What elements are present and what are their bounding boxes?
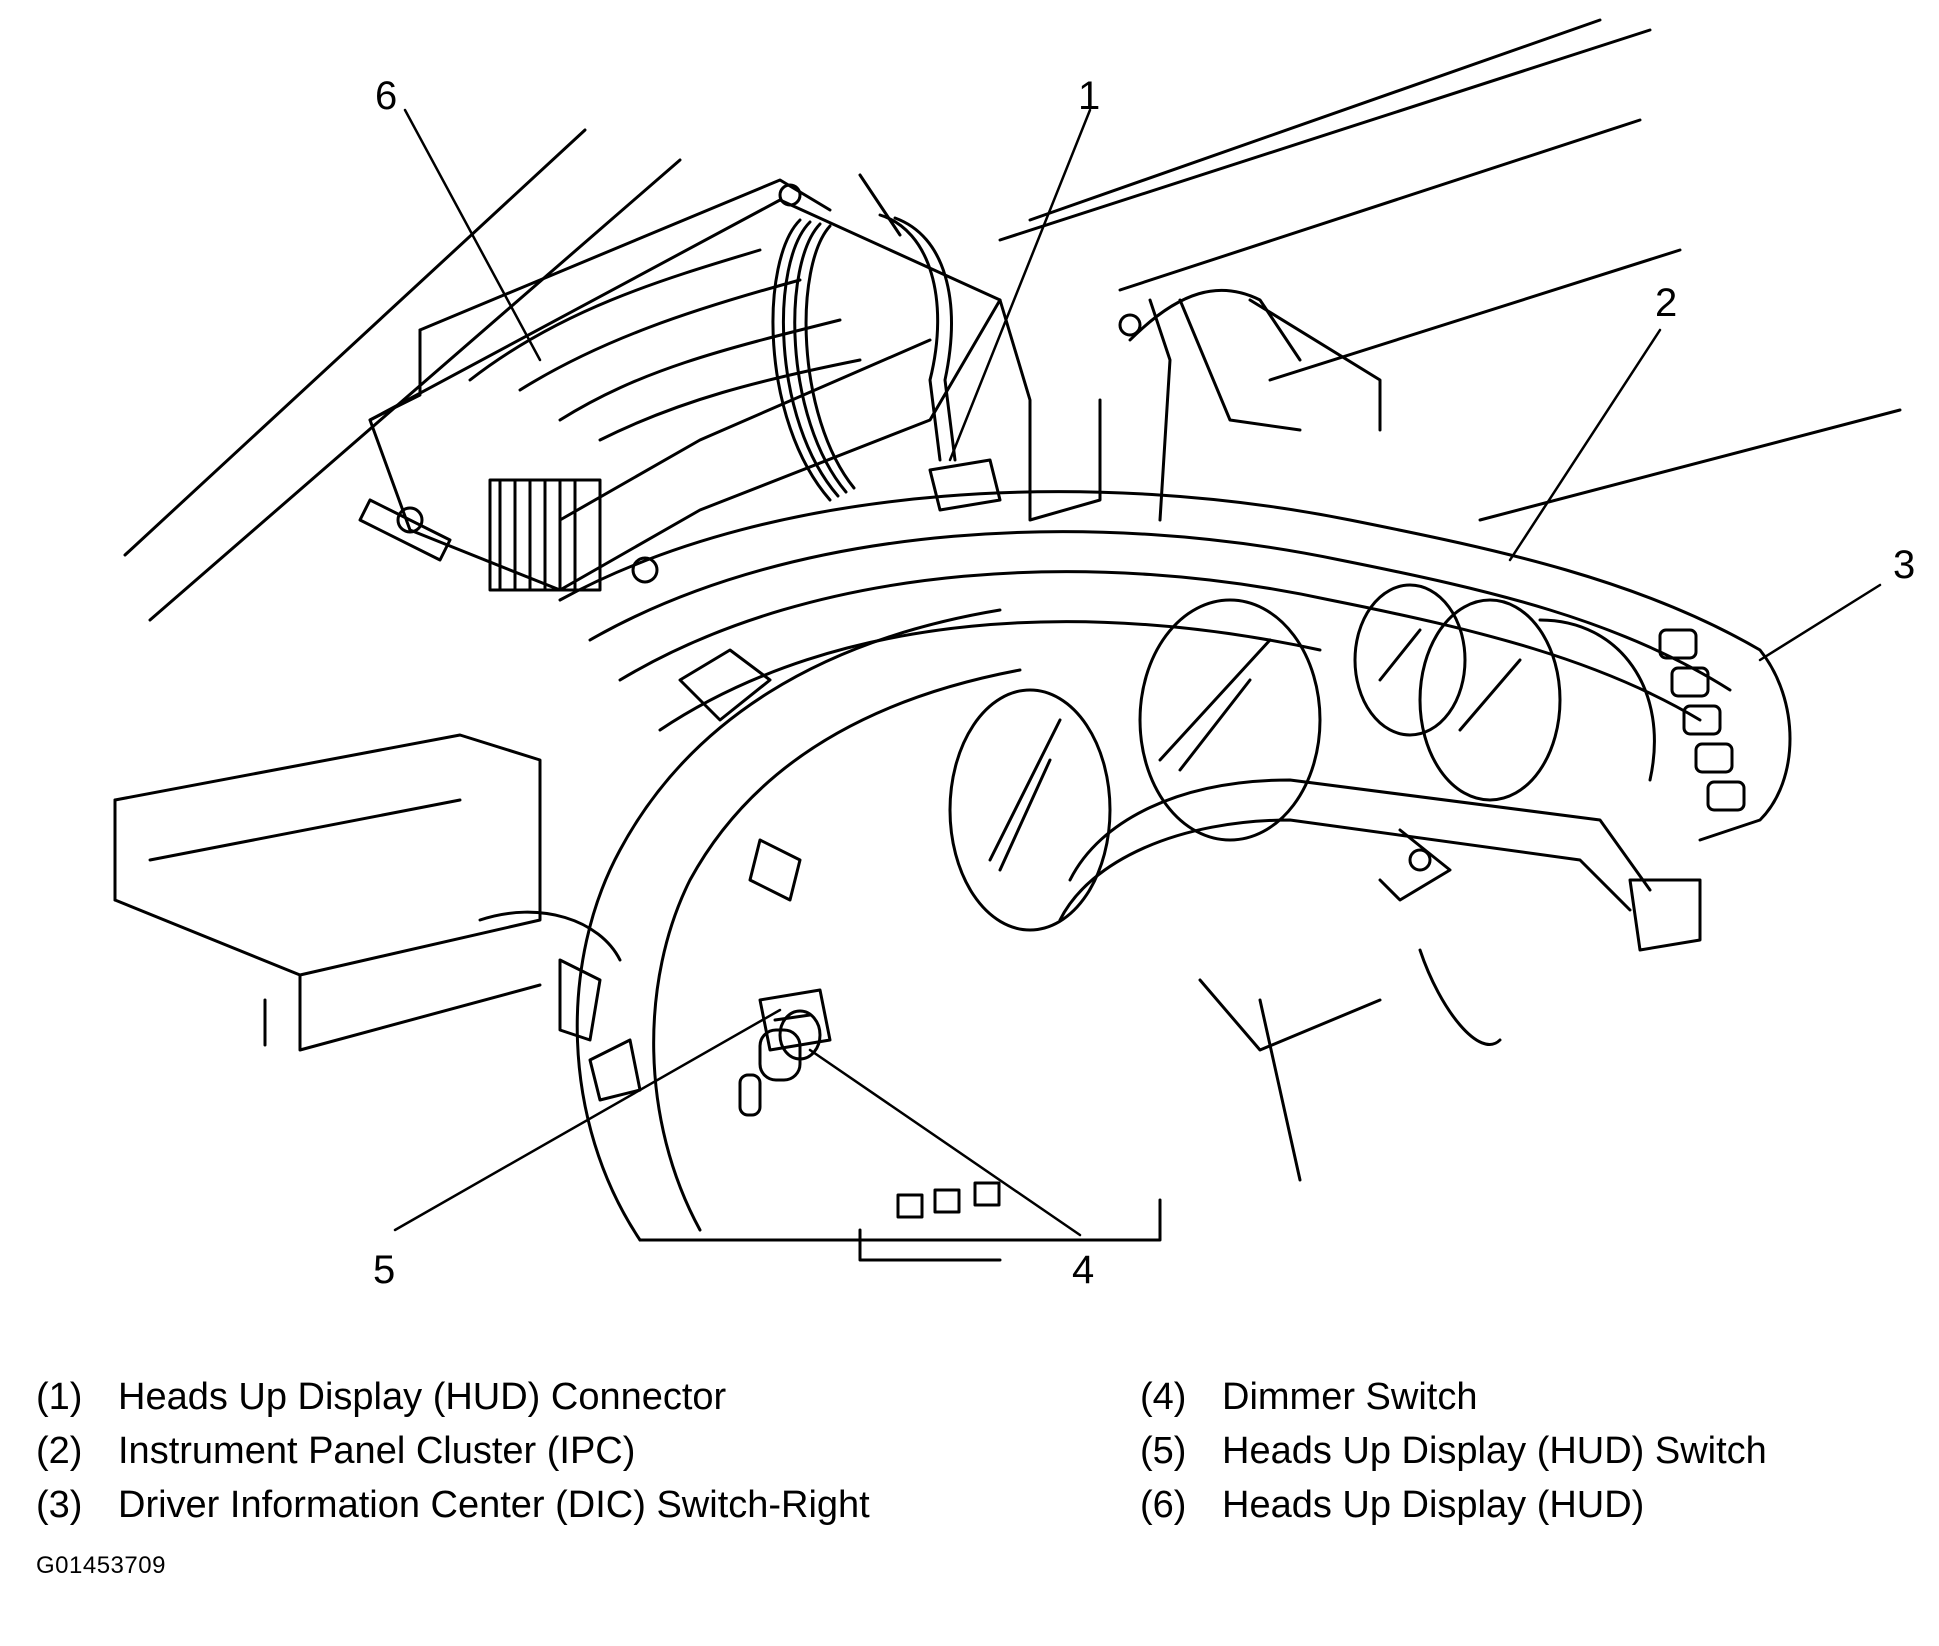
legend-text: Instrument Panel Cluster (IPC) <box>118 1430 636 1472</box>
legend-text: Driver Information Center (DIC) Switch-R… <box>118 1484 870 1526</box>
callout-number-6: 6 <box>375 74 398 118</box>
callout-number-4: 4 <box>1072 1248 1095 1292</box>
legend-item: (6) Heads Up Display (HUD) <box>1140 1484 1900 1538</box>
leader-line-2 <box>1508 328 1662 562</box>
leader-line-3 <box>1758 583 1882 662</box>
legend-right-column: (4) Dimmer Switch (5) Heads Up Display (… <box>1140 1376 1900 1538</box>
legend-number: (2) <box>36 1430 83 1472</box>
legend-number: (4) <box>1140 1376 1187 1418</box>
callout-number-2: 2 <box>1655 281 1678 325</box>
dashboard-line-drawing <box>113 18 1902 1262</box>
legend-item: (5) Heads Up Display (HUD) Switch <box>1140 1430 1900 1484</box>
legend-number: (5) <box>1140 1430 1187 1472</box>
legend-left-column: (1) Heads Up Display (HUD) Connector (2)… <box>36 1376 916 1538</box>
legend-item: (4) Dimmer Switch <box>1140 1376 1900 1430</box>
leader-line-5 <box>393 1008 782 1232</box>
leader-line-6 <box>403 108 542 362</box>
leader-lines <box>393 108 1882 1237</box>
background-structure <box>113 18 1902 1052</box>
legend-text: Dimmer Switch <box>1222 1376 1478 1418</box>
legend-number: (1) <box>36 1376 83 1418</box>
legend-item: (2) Instrument Panel Cluster (IPC) <box>36 1430 916 1484</box>
legend-text: Heads Up Display (HUD) Switch <box>1222 1430 1767 1472</box>
legend-number: (3) <box>36 1484 83 1526</box>
legend-text: Heads Up Display (HUD) <box>1222 1484 1645 1526</box>
legend-item: (3) Driver Information Center (DIC) Swit… <box>36 1484 916 1538</box>
leader-line-1 <box>948 108 1092 462</box>
cluster-housing <box>558 490 1792 1262</box>
hud-unit <box>358 173 1002 592</box>
callout-number-3: 3 <box>1893 543 1916 587</box>
callout-number-1: 1 <box>1078 74 1101 118</box>
legend-number: (6) <box>1140 1484 1187 1526</box>
cluster-gauges <box>948 583 1656 932</box>
figure-id: G01453709 <box>36 1552 166 1579</box>
legend-text: Heads Up Display (HUD) Connector <box>118 1376 727 1418</box>
hud-wiring-harness <box>771 213 1002 512</box>
center-ducts <box>998 288 1382 522</box>
callout-number-5: 5 <box>373 1248 396 1292</box>
switches <box>738 988 832 1117</box>
support-beam <box>1058 778 1702 1182</box>
leader-line-4 <box>808 1048 1082 1237</box>
legend-item: (1) Heads Up Display (HUD) Connector <box>36 1376 916 1430</box>
left-connectors <box>478 648 802 1102</box>
dic-switch-bank <box>1658 628 1746 812</box>
